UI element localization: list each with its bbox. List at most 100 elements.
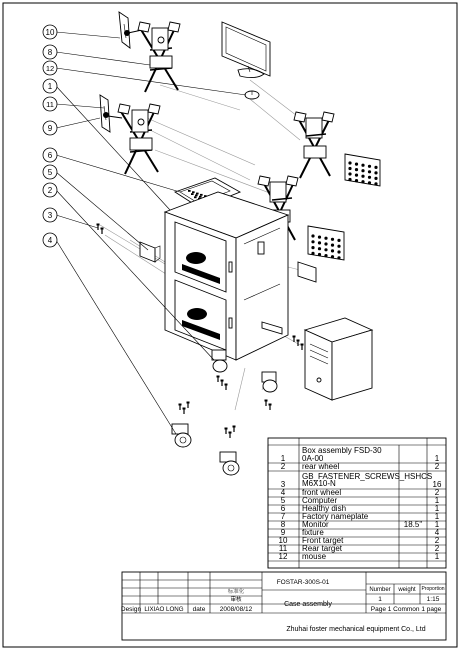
bom-item-name: GB_FASTENER_SCREWS_HSHCS M6X10-N xyxy=(302,472,434,488)
bom-item-qty: 16 xyxy=(433,480,442,489)
bom-row: 11 Rear target 2 xyxy=(268,544,446,554)
bom-row: 8 Monitor 18.5" 1 xyxy=(268,520,446,530)
standardization-mark: 标准化 xyxy=(228,587,245,595)
balloon: 12 xyxy=(42,60,247,96)
bom-item-qty: 4 xyxy=(435,528,440,537)
balloon: 3 xyxy=(42,207,99,229)
part-balloons: 10 8 12 1 11 9 6 xyxy=(42,24,247,435)
balloon: 4 xyxy=(42,232,177,435)
front-wheel-part xyxy=(171,423,240,476)
balloon: 2 xyxy=(42,182,215,361)
balloon: 9 xyxy=(42,117,101,136)
factory-nameplate-part xyxy=(261,321,283,335)
bom-item-name: Monitor xyxy=(302,520,329,529)
fastener-screws xyxy=(96,223,304,438)
bom-item-qty: 1 xyxy=(435,552,440,561)
design-label: Design xyxy=(121,606,142,613)
bom-row: 6 Healthy dish 1 xyxy=(268,504,446,514)
exploded-assembly-view xyxy=(96,11,381,476)
balloon: 6 xyxy=(42,147,181,193)
page-info: Page 1 Common 1 page xyxy=(371,606,442,613)
balloon: 1 xyxy=(42,78,171,211)
bom-item-number: 10 xyxy=(279,536,288,545)
balloon: 8 xyxy=(42,44,151,66)
bom-row: 9 fixture 4 xyxy=(268,528,446,538)
balloon: 10 xyxy=(42,24,121,40)
designer-name: LIXIAO LONG xyxy=(144,606,183,613)
proportion-value: 1:15 xyxy=(427,596,440,603)
bom-item-number: 4 xyxy=(281,488,286,497)
bom-item-qty: 1 xyxy=(435,512,440,521)
bom-item-number: 9 xyxy=(281,528,286,537)
rear-target-part xyxy=(99,94,123,133)
review-mark: 审核 xyxy=(230,595,242,603)
number-label: Number xyxy=(369,587,390,593)
balloon-label: 1 xyxy=(48,82,53,91)
bom-item-qty: 1 xyxy=(435,454,440,463)
balloon-label: 8 xyxy=(48,48,53,57)
bom-item-qty: 1 xyxy=(435,520,440,529)
bom-row: 4 front wheel 2 xyxy=(268,488,446,498)
mounting-bracket-right xyxy=(297,261,317,283)
bom-item-number: 7 xyxy=(281,512,286,521)
bom-item-name: front wheel xyxy=(302,488,341,497)
balloon-label: 5 xyxy=(48,168,53,177)
bom-row: 10 Front target 2 xyxy=(268,536,446,546)
bom-item-number: 2 xyxy=(281,462,286,471)
balloon-label: 6 xyxy=(48,151,53,160)
bom-item-name: Front target xyxy=(302,536,344,545)
bom-item-number: 1 xyxy=(281,454,286,463)
bom-item-name: Factory nameplate xyxy=(302,512,369,521)
bom-item-name: Computer xyxy=(302,496,337,505)
company-name: Zhuhai foster mechanical equipment Co., … xyxy=(286,626,425,633)
date-label: date xyxy=(193,606,206,613)
bom-item-name: Rear target xyxy=(302,544,343,553)
bom-row: 7 Factory nameplate 1 xyxy=(268,512,446,522)
bom-item-qty: 2 xyxy=(435,536,440,545)
bom-item-name: Healthy dish xyxy=(302,504,346,513)
wheel-clamp-fixture-upper xyxy=(137,21,181,93)
bom-item-number: 6 xyxy=(281,504,286,513)
balloon-label: 3 xyxy=(48,211,53,220)
bom-item-qty: 1 xyxy=(435,504,440,513)
bom-item-number: 5 xyxy=(281,496,286,505)
balloon-label: 10 xyxy=(46,28,55,37)
mounting-bracket-left xyxy=(139,241,161,263)
bom-item-name: rear wheel xyxy=(302,462,340,471)
mouse-part xyxy=(244,90,260,100)
bom-item-name: fixture xyxy=(302,528,324,537)
rear-wheel-part xyxy=(211,349,278,393)
bom-item-name: mouse xyxy=(302,552,327,561)
computer-tower-part xyxy=(303,317,374,401)
wheel-clamp-fixture-lower xyxy=(117,103,161,175)
balloon-label: 2 xyxy=(48,186,53,195)
weight-label: weight xyxy=(397,587,416,593)
bom-item-qty: 2 xyxy=(435,488,440,497)
balloon-label: 12 xyxy=(46,64,54,73)
proportion-label: Proportion xyxy=(421,586,444,592)
wheel-clamp-fixture-right-upper xyxy=(293,111,335,179)
bom-item-number: 11 xyxy=(279,544,288,553)
bom-item-number: 8 xyxy=(281,520,286,529)
balloon: 5 xyxy=(42,164,149,251)
balloon: 11 xyxy=(42,96,105,112)
balloon-label: 11 xyxy=(46,100,54,109)
bom-item-number: 3 xyxy=(281,480,286,489)
bom-item-qty: 2 xyxy=(435,544,440,553)
target-panel-upper xyxy=(344,153,381,187)
target-panel-lower xyxy=(307,225,345,261)
cabinet-box-assembly xyxy=(163,191,290,361)
balloon-label: 4 xyxy=(48,236,53,245)
bom-item-spec: 18.5" xyxy=(404,520,423,529)
part-name: Case assembly xyxy=(284,601,332,608)
title-block: FOSTAR-300S-01 Case assembly Number weig… xyxy=(121,571,447,641)
bom-item-qty: 2 xyxy=(435,462,440,471)
